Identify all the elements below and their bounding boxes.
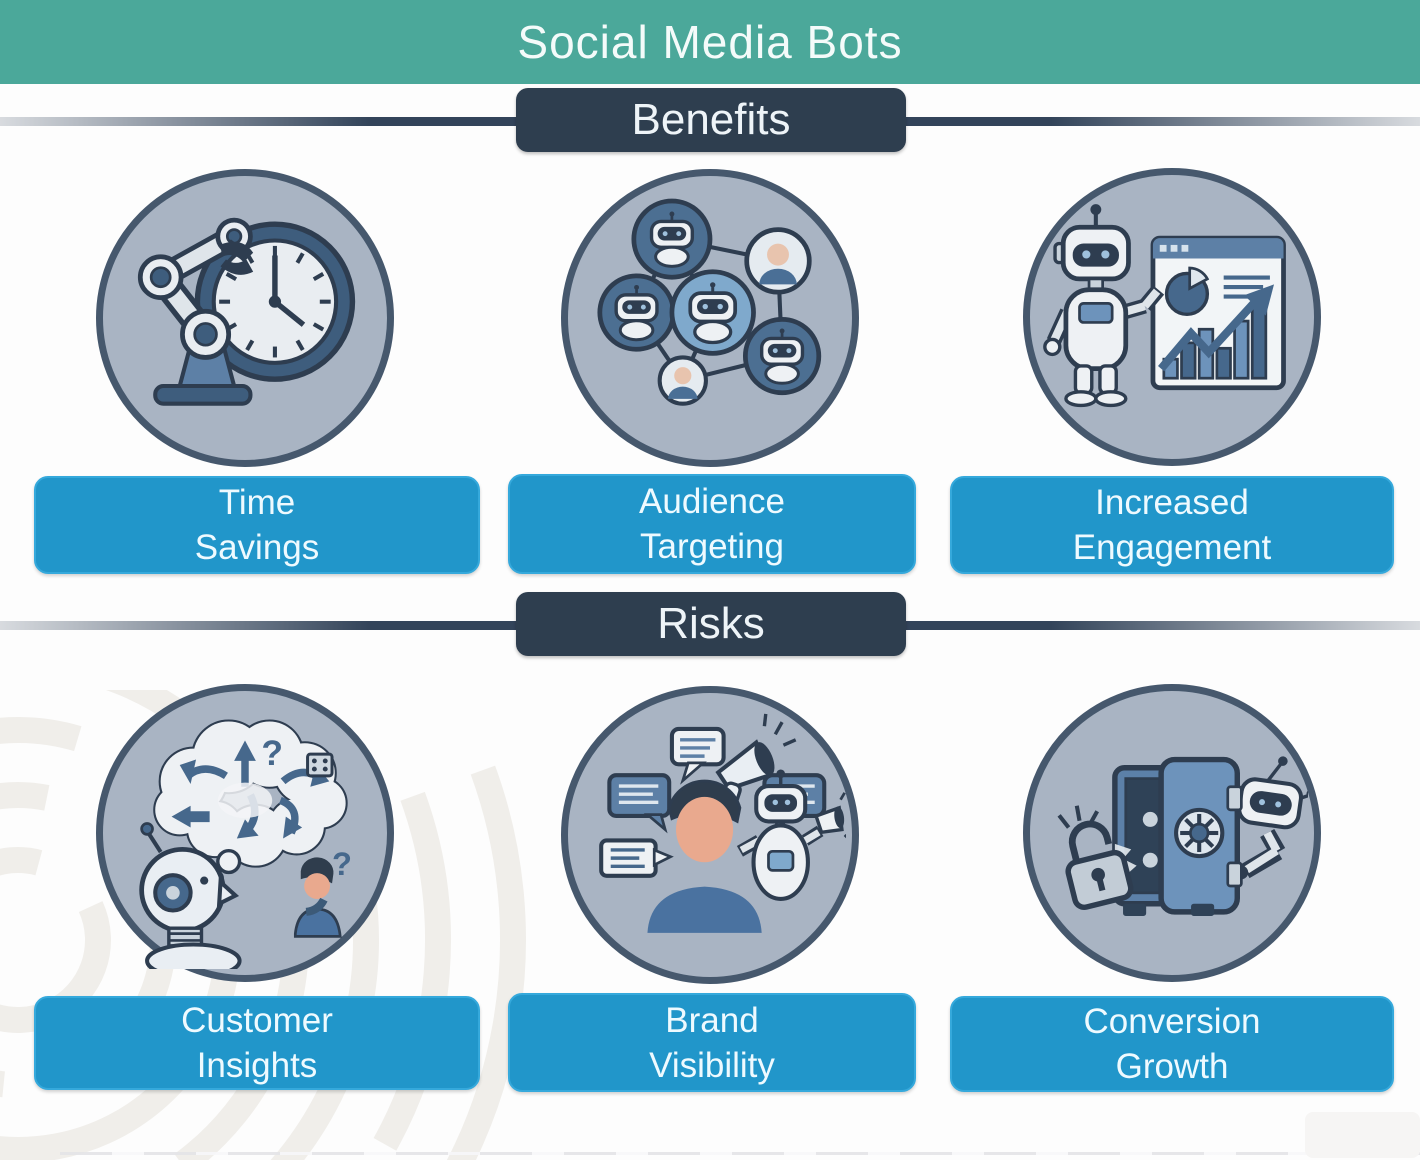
benefits-label: Benefits (631, 95, 791, 144)
benefit-label-increased-engagement: Increased Engagement (950, 476, 1394, 574)
label-line2: Savings (194, 528, 320, 567)
label-line2: Insights (196, 1046, 318, 1085)
risk-label-brand-visibility: Brand Visibility (508, 993, 916, 1092)
label-line2: Growth (1115, 1047, 1229, 1086)
risks-section-header: Risks (516, 592, 906, 656)
label-line1: Conversion (1083, 1002, 1261, 1041)
label-line1: Audience (639, 482, 785, 521)
benefit-circle-increased-engagement (1023, 168, 1321, 466)
ai-thought-cloud-icon: ? ? (139, 719, 352, 969)
question-mark-glyph: ? (261, 734, 283, 773)
label-line2: Targeting (640, 527, 784, 566)
corner-smudge (1305, 1112, 1420, 1158)
robot-analytics-icon (1043, 204, 1286, 408)
risks-label: Risks (657, 599, 765, 648)
label-line1: Customer (181, 1001, 333, 1040)
safe-lock-bot-icon (1057, 756, 1308, 916)
risk-label-conversion-growth: Conversion Growth (950, 996, 1394, 1092)
risk-circle-customer-insights: ? ? (96, 684, 394, 982)
bottom-faint-divider (60, 1152, 1420, 1155)
risk-circle-conversion-growth (1023, 684, 1321, 982)
benefits-section-header: Benefits (516, 88, 906, 152)
label-line2: Engagement (1072, 528, 1272, 567)
label-line1: Increased (1095, 483, 1249, 522)
robot-arm-clock-icon (137, 217, 356, 406)
risk-label-customer-insights: Customer Insights (34, 996, 480, 1090)
benefit-label-audience-targeting: Audience Targeting (508, 474, 916, 574)
label-line1: Time (218, 483, 296, 522)
benefit-circle-time-savings (96, 169, 394, 467)
page-title: Social Media Bots (517, 16, 903, 68)
question-mark-glyph: ? (332, 845, 352, 882)
label-line2: Visibility (649, 1045, 775, 1085)
title-bar: Social Media Bots (0, 0, 1420, 84)
bot-network-icon (597, 198, 822, 406)
benefit-label-time-savings: Time Savings (34, 476, 480, 574)
risk-circle-brand-visibility (561, 686, 859, 984)
label-line1: Brand (665, 1000, 759, 1040)
benefit-circle-audience-targeting (561, 169, 859, 467)
person-megaphone-bot-icon (599, 713, 846, 933)
